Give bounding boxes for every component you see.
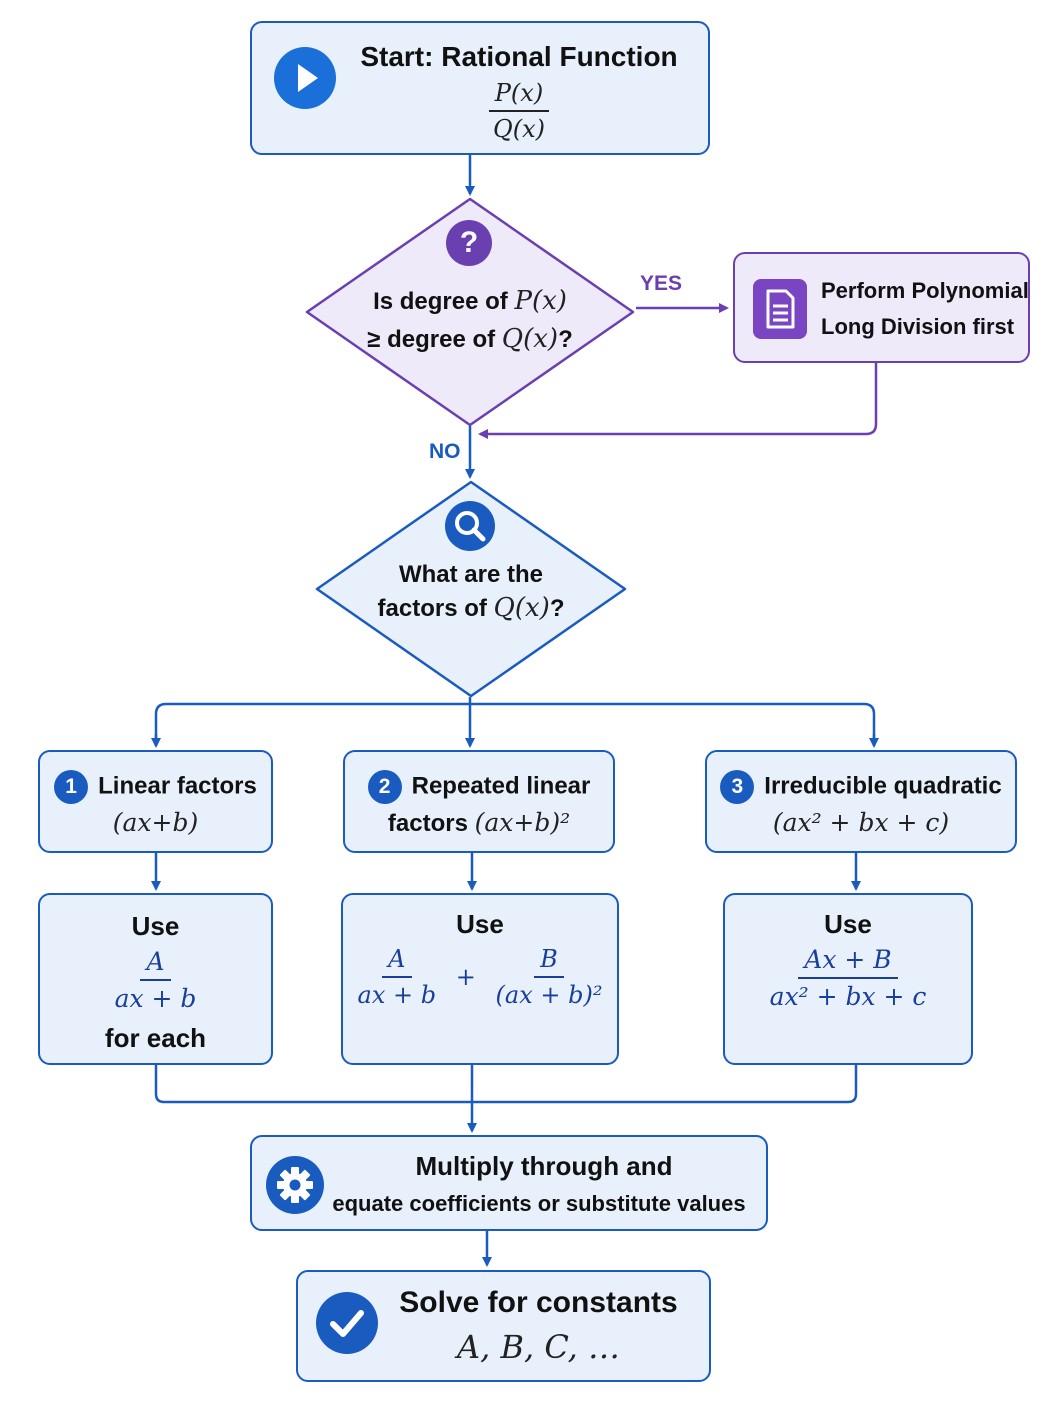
solve-title: Solve for constants [399,1286,678,1319]
case-repeated-line2: factors (ax+b)² [387,808,571,837]
start-title: Start: Rational Function [360,41,678,72]
magnifier-icon [445,501,495,551]
start-box: Start: Rational Function P(x) Q(x) [250,21,710,155]
badge-3: 3 [720,770,755,804]
use-quadratic-num: Ax + B [798,945,898,979]
factors-line2: factors of Q(x)? [377,593,565,623]
badge-1: 1 [54,770,89,804]
degree-p: P(x) [514,286,567,316]
use-repeated-num1: A [382,945,412,978]
multiply-line1: Multiply through and [415,1151,673,1181]
play-icon [274,47,336,109]
start-denominator: Q(x) [493,115,545,143]
start-numerator: P(x) [488,79,550,112]
case-quadratic-expr: (ax² + bx + c) [772,808,950,837]
factors-q: Q(x) [493,593,550,623]
use-quadratic-den: ax² + bx + c [769,982,927,1011]
use-repeated-plus: + [455,963,476,991]
degree-decision: ? Is degree of P(x) ≥ degree of Q(x)? [304,196,636,428]
no-label: NO [429,440,461,463]
use-quadratic-fraction: Ax + B ax² + bx + c [725,945,971,1011]
use-repeated-den2: (ax + b)² [495,981,603,1009]
use-linear-num: A [140,947,171,981]
case-repeated-expr: (ax+b)² [474,808,571,837]
use-quadratic-label: Use [824,909,872,939]
checkmark-icon [316,1292,378,1354]
gear-icon [266,1156,324,1214]
multiply-box: Multiply through and equate coefficients… [250,1135,768,1231]
degree-line1: Is degree of P(x) [373,286,567,316]
document-icon [753,279,807,339]
connector-merge [154,1064,858,1104]
start-fraction: P(x) Q(x) [352,79,686,143]
long-division-line2: Long Division first [821,314,1015,339]
long-division-line1: Perform Polynomial [821,278,1029,303]
use-repeated-den1: ax + b [357,981,437,1009]
use-repeated-label: Use [456,909,504,939]
degree-line2: ≥ degree of Q(x)? [367,324,573,354]
badge-2: 2 [367,770,402,804]
factors-line1: What are the [398,561,544,588]
case-linear-expr: (ax+b) [112,808,199,837]
connector-split [154,702,876,744]
use-repeated-num2: B [534,945,564,978]
degree-q: Q(x) [501,324,559,354]
multiply-line2: equate coefficients or substitute values [332,1191,746,1216]
yes-label: YES [640,272,683,295]
solve-box: Solve for constants A, B, C, … [296,1270,711,1382]
long-division-box: Perform Polynomial Long Division first [733,252,1030,363]
use-linear-den: ax + b [114,984,197,1013]
question-icon: ? [446,220,492,266]
solve-constants: A, B, C, … [457,1328,620,1366]
use-linear-suffix: for each [104,1023,207,1053]
use-linear-label: Use [131,911,180,941]
connector-long-division-return [478,363,878,439]
factors-decision: What are the factors of Q(x)? [314,479,628,699]
use-quadratic-box: Use Ax + B ax² + bx + c [723,893,973,1065]
